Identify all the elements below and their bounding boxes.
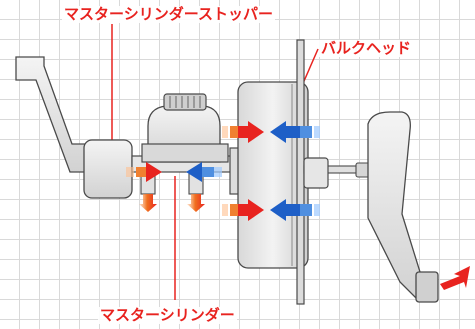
- pushrod-mount: [303, 157, 329, 189]
- cylinder-push-arrow-red: [126, 162, 162, 182]
- brake-pedal-pad: [415, 271, 439, 303]
- reservoir-cap: [163, 93, 207, 111]
- reservoir-base: [141, 143, 229, 163]
- cylinder-push-arrow-blue: [186, 162, 222, 182]
- bulkhead-label: バルクヘッド: [319, 39, 414, 57]
- booster-arrow-lower: [222, 199, 320, 221]
- master-cylinder-stopper-label: マスターシリンダーストッパー: [62, 5, 275, 23]
- booster-arrow-upper: [222, 121, 320, 143]
- pedal-force-arrow: [440, 266, 470, 290]
- master-cylinder-stopper: [83, 139, 133, 199]
- bulkhead-panel: [296, 39, 305, 305]
- fluid-outlet-arrows: [139, 194, 205, 212]
- master-cylinder-label: マスターシリンダー: [98, 306, 237, 324]
- reservoir-cap-ridges: [169, 96, 201, 108]
